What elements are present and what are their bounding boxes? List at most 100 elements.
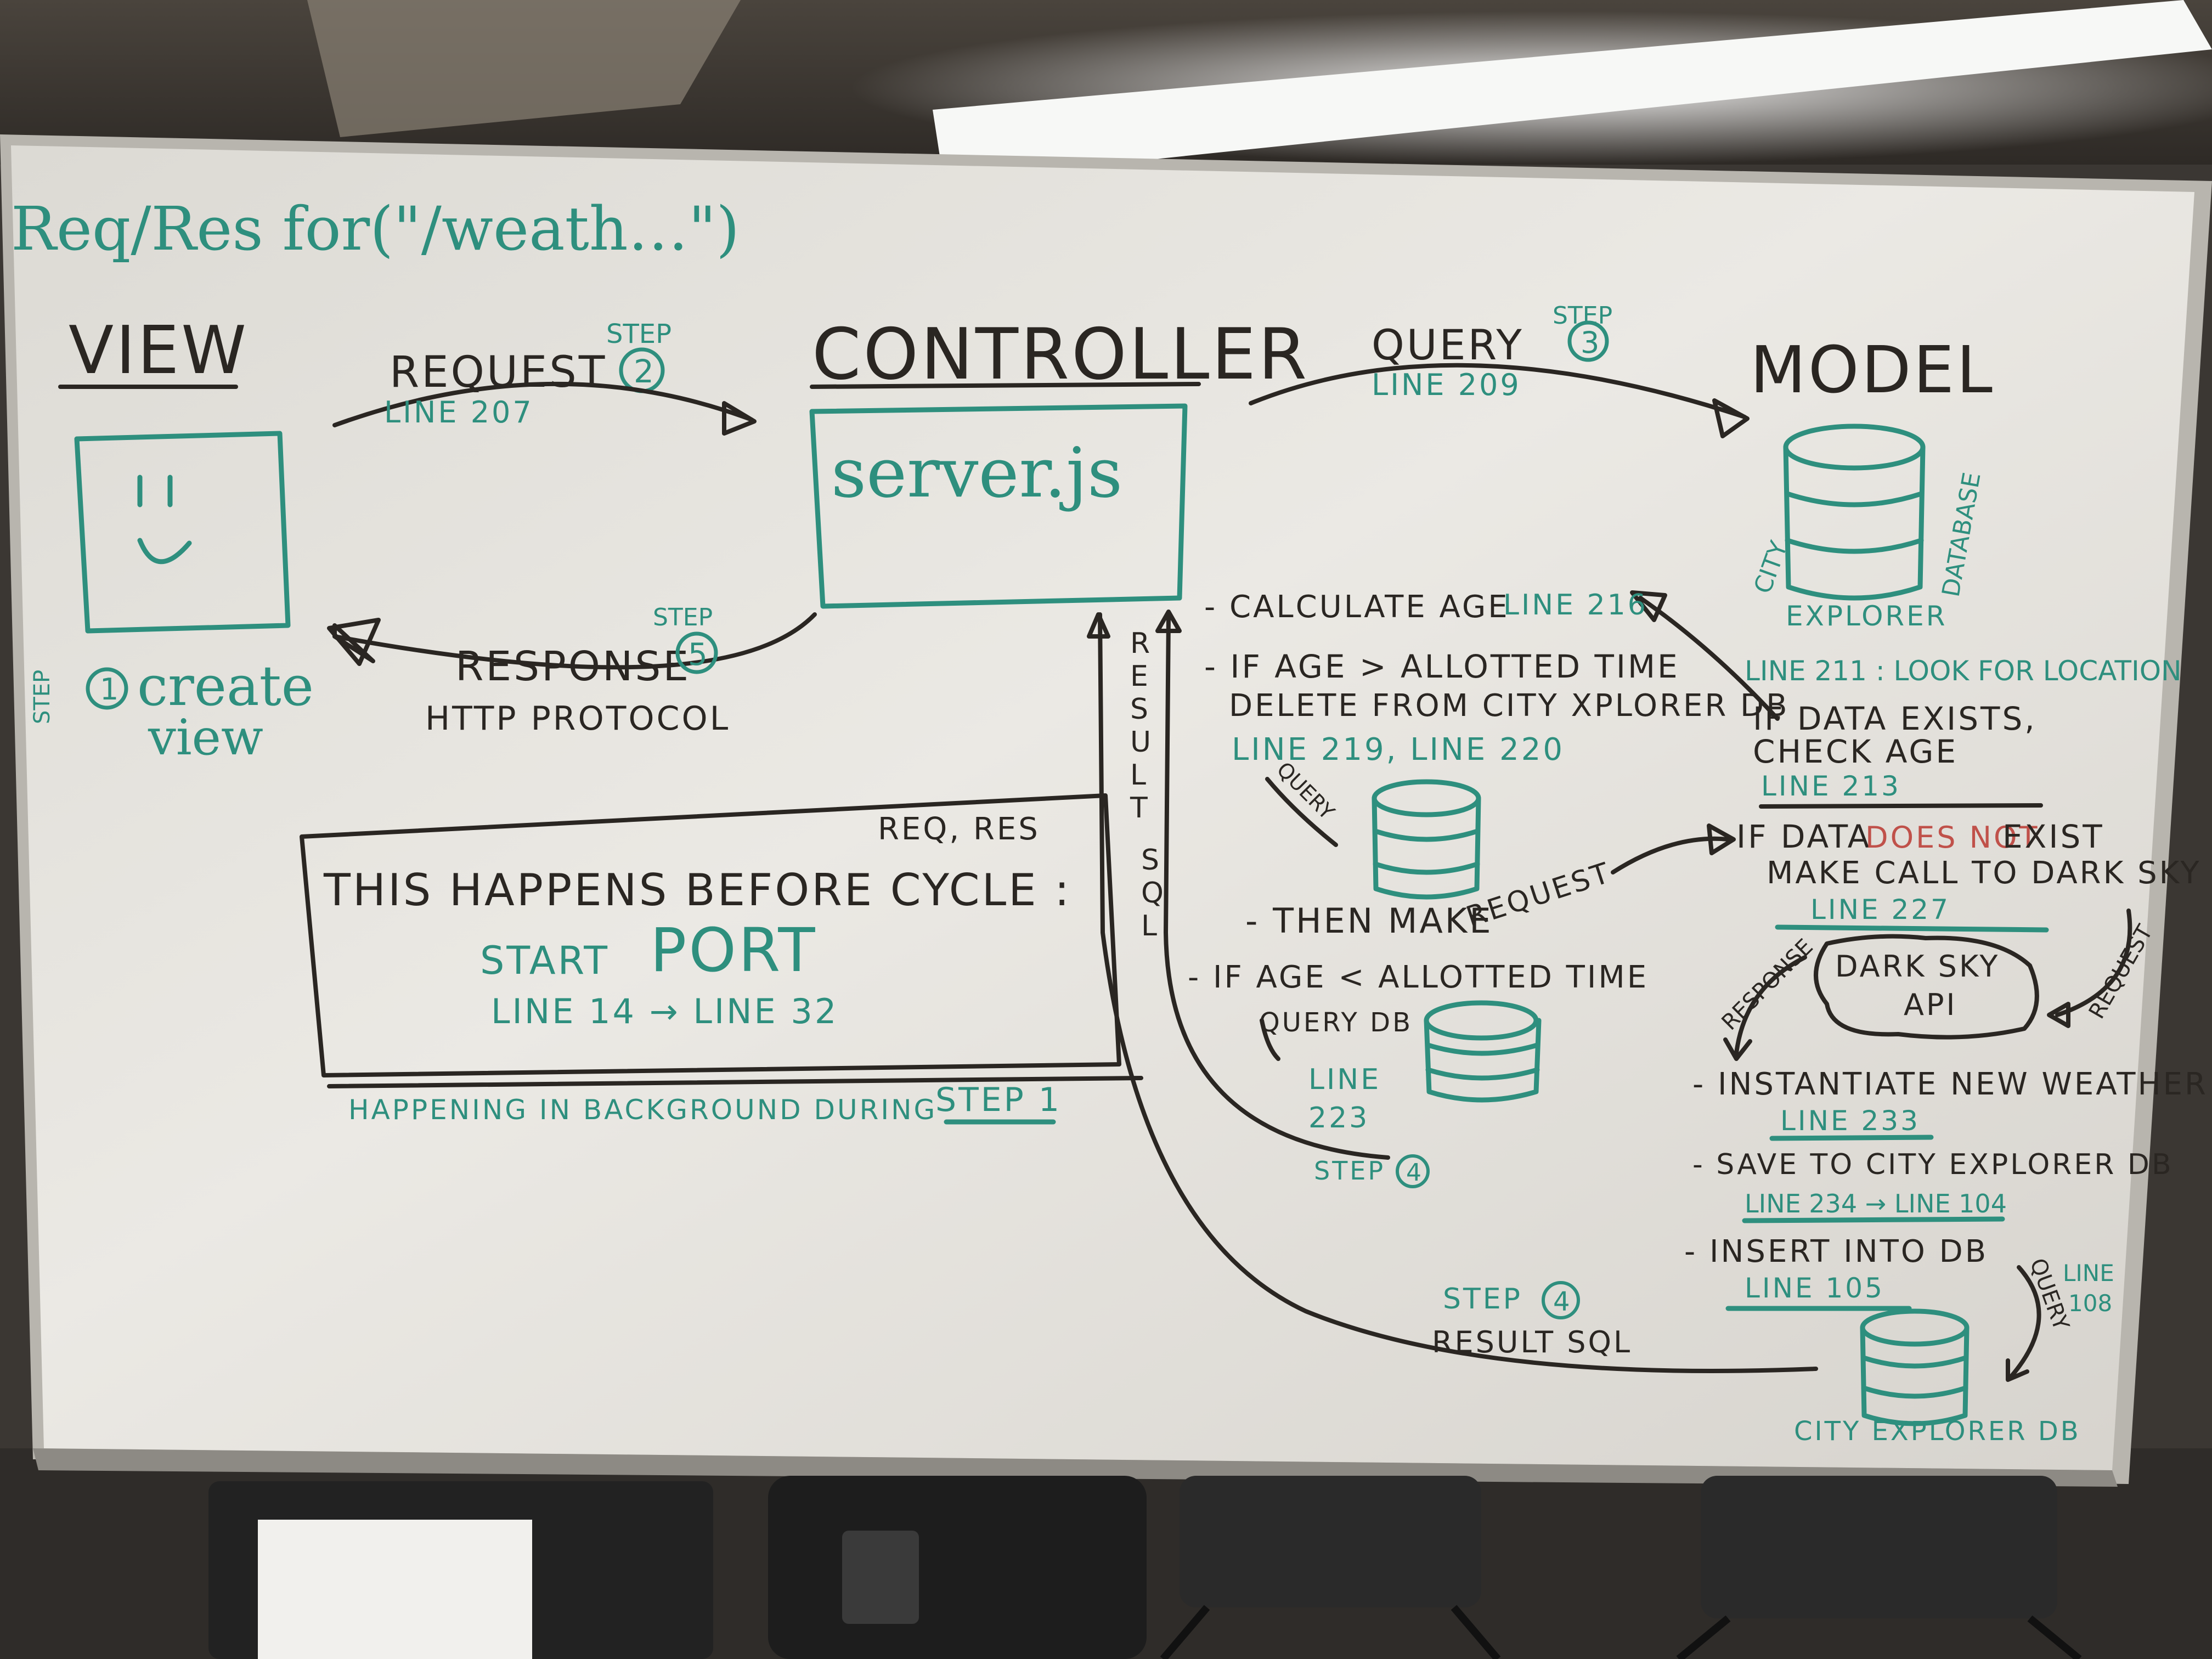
mid-line-216: LINE 216	[1503, 589, 1648, 622]
model-not-exist-b: DOES NOT	[1865, 820, 2040, 855]
rs-2: S	[1130, 693, 1148, 726]
request-label: REQUEST	[390, 348, 607, 397]
mid-step4-word: STEP	[1314, 1156, 1385, 1186]
before-start: START	[480, 938, 610, 983]
dark-sky-line-1: DARK SKY	[1835, 949, 2000, 984]
request-arrow: STEP REQUEST 2 LINE 207	[332, 319, 757, 436]
phone-on-chair	[842, 1531, 919, 1624]
response-protocol: HTTP PROTOCOL	[425, 699, 730, 738]
request-step-num: 2	[634, 353, 654, 390]
delete-query-db-icon	[1372, 779, 1481, 900]
response-label: RESPONSE	[455, 643, 691, 690]
mid-delete-from: DELETE FROM CITY XPLORER DB	[1229, 688, 1790, 724]
before-lines: LINE 14 → LINE 32	[491, 991, 838, 1031]
query-line: LINE 209	[1372, 368, 1521, 402]
mid-query-db: QUERY DB	[1259, 1007, 1413, 1038]
then-request-arrow	[1611, 836, 1730, 874]
model-exists-1: IF DATA EXISTS,	[1753, 700, 2037, 737]
response-step-word: STEP	[653, 603, 713, 631]
before-cycle-box: REQ, RES THIS HAPPENS BEFORE CYCLE : STA…	[300, 793, 1143, 1126]
mid-line-num: 223	[1308, 1102, 1369, 1135]
step4-result-curve	[1164, 615, 1390, 1160]
query-step-circle	[1567, 320, 1609, 362]
chairs	[208, 1476, 2082, 1659]
model-heading: MODEL	[1750, 332, 1995, 408]
model-insert: - INSERT INTO DB	[1684, 1234, 1988, 1269]
request-step-word: STEP	[606, 319, 672, 349]
rs-0: R	[1130, 627, 1150, 660]
model-line-213: LINE 213	[1761, 770, 1901, 802]
view-caption-1: create	[137, 654, 314, 718]
response-arrow: STEP RESPONSE 5 HTTP PROTOCOL	[327, 603, 817, 738]
rs-1: E	[1130, 660, 1148, 693]
model-db-bottom: EXPLORER	[1786, 600, 1948, 632]
before-port: PORT	[650, 915, 817, 985]
mid-then-make: - THEN MAKE	[1245, 901, 1493, 941]
mid-step4-circle	[1396, 1154, 1430, 1188]
before-footnote-b: STEP 1	[935, 1081, 1062, 1119]
view-step-circle	[86, 667, 128, 710]
query-label: QUERY	[1372, 320, 1524, 369]
view-heading: VIEW	[69, 313, 249, 389]
mid-line-219-220: LINE 219, LINE 220	[1232, 732, 1565, 768]
rs-7: S	[1141, 844, 1159, 877]
response-arrow-line	[332, 612, 817, 670]
bottom-result-arrow: STEP 4 RESULT SQL	[1087, 612, 1818, 1374]
model-line-211: LINE 211 : LOOK FOR LOCATION	[1745, 655, 2181, 687]
bottom-step-word: STEP	[1443, 1283, 1522, 1316]
controller-file: server.js	[831, 433, 1122, 513]
response-step-num: 5	[688, 637, 708, 673]
board-title: Req/Res for("/weath…")	[11, 194, 740, 264]
view-step-num: 1	[100, 672, 119, 707]
bottom-step-circle	[1542, 1281, 1580, 1319]
rs-3: U	[1130, 726, 1151, 759]
model-make-call: MAKE CALL TO DARK SKY	[1767, 855, 2202, 891]
query-db-line-223-icon	[1424, 1000, 1542, 1103]
dark-sky-api-cloud	[1814, 934, 2039, 1040]
controller-box	[809, 403, 1188, 609]
result-sql-vertical: R E S U L T S Q L	[1130, 627, 1164, 943]
view-step-word: STEP	[30, 670, 55, 724]
model-line-108a: LINE	[2063, 1260, 2114, 1286]
query-step-num: 3	[1581, 325, 1599, 360]
middle-notes: - CALCULATE AGE LINE 216 - IF AGE > ALLO…	[1155, 589, 1790, 1188]
model-line-105: LINE 105	[1745, 1272, 1884, 1304]
city-explorer-database-icon	[1783, 424, 1926, 601]
before-footnote-a: HAPPENING IN BACKGROUND DURING	[348, 1094, 937, 1126]
bottom-db-label: CITY EXPLORER DB	[1794, 1416, 2081, 1447]
rs-4: L	[1130, 759, 1146, 792]
model-not-exist-a: IF DATA	[1736, 818, 1871, 855]
model-line-108b: 108	[2068, 1290, 2112, 1317]
controller-section: CONTROLLER server.js	[809, 314, 1309, 609]
view-caption-2: view	[148, 709, 263, 766]
mid-line-word: LINE	[1308, 1063, 1381, 1096]
bottom-step-num: 4	[1553, 1286, 1570, 1317]
bottom-result-curve	[1098, 612, 1818, 1374]
model-line-227: LINE 227	[1810, 894, 1950, 926]
rs-8: Q	[1141, 877, 1164, 910]
model-exists-2: CHECK AGE	[1753, 733, 1958, 770]
smiley-view-box	[74, 431, 291, 634]
model-instantiate: - INSTANTIATE NEW WEATHER	[1692, 1066, 2208, 1102]
rs-9: L	[1141, 910, 1157, 943]
bottom-result-label: RESULT SQL	[1432, 1325, 1632, 1359]
mid-calc: - CALCULATE AGE	[1204, 589, 1510, 625]
mid-if-gt: - IF AGE > ALLOTTED TIME	[1204, 648, 1680, 685]
view-section: VIEW STEP 1 create view	[30, 313, 314, 766]
query-arrow: QUERY STEP 3 LINE 209	[1249, 302, 1750, 438]
ceiling-light	[850, 0, 2212, 181]
model-save: - SAVE TO CITY EXPLORER DB	[1692, 1148, 2174, 1181]
query-arrow-line	[1249, 363, 1747, 419]
before-heading: THIS HAPPENS BEFORE CYCLE :	[323, 865, 1071, 916]
request-line: LINE 207	[384, 395, 534, 430]
before-reqres: REQ, RES	[878, 811, 1040, 847]
model-not-exist-c: EXIST	[2002, 818, 2104, 855]
dark-sky-line-2: API	[1904, 988, 1957, 1022]
city-explorer-db-bottom-icon	[1860, 1308, 1970, 1426]
rs-5: T	[1130, 792, 1148, 825]
mid-if-lt: - IF AGE < ALLOTTED TIME	[1188, 960, 1649, 995]
model-line-234: LINE 234 → LINE 104	[1745, 1189, 2007, 1218]
mid-step4-num: 4	[1406, 1159, 1421, 1187]
controller-heading: CONTROLLER	[812, 314, 1309, 396]
